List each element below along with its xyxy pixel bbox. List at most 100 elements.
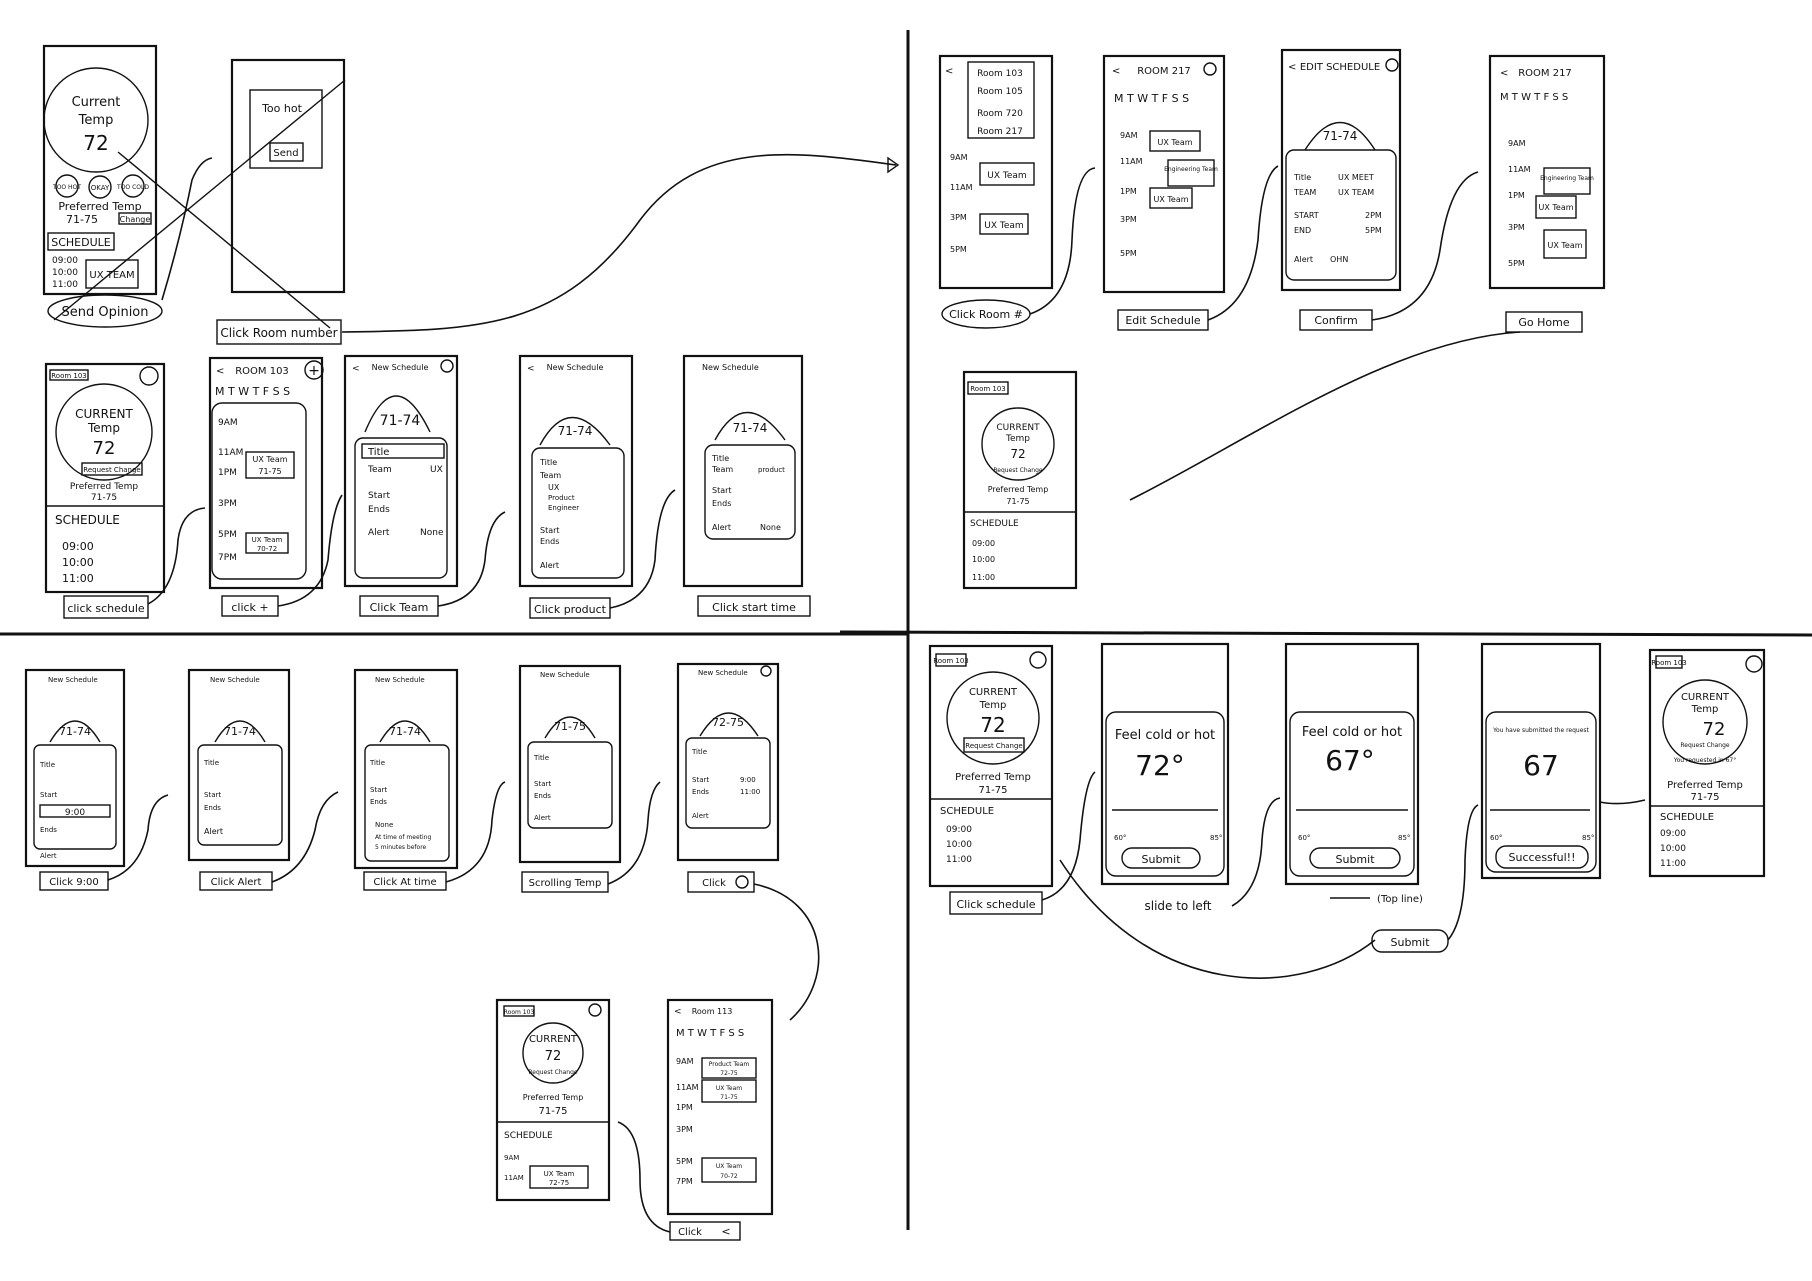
title-field[interactable]: Title: [533, 754, 549, 762]
temp-range: 71-74: [380, 413, 421, 429]
event-ux-team-2[interactable]: UX Team: [716, 1163, 742, 1170]
title-field[interactable]: Title: [369, 759, 385, 767]
caption-click-time: Click 9:00: [39, 871, 109, 891]
option-engineer[interactable]: Engineer: [548, 504, 579, 512]
title-field[interactable]: Title: [711, 454, 729, 463]
alert-field[interactable]: Alert: [540, 561, 559, 570]
event-engineering-team[interactable]: Engineering Team: [1164, 166, 1218, 173]
event-ux-team[interactable]: UX Team: [1538, 203, 1573, 212]
send-button[interactable]: Send: [273, 148, 298, 159]
request-change-button[interactable]: Request Change: [965, 742, 1022, 750]
submit-button[interactable]: Submit: [1141, 853, 1181, 866]
too-cold-button[interactable]: TOO COLD: [116, 184, 149, 191]
alert-option-5min[interactable]: 5 minutes before: [375, 844, 427, 851]
ends-field[interactable]: Ends: [368, 505, 390, 515]
request-change-button[interactable]: Request Change: [528, 1069, 578, 1076]
start-field[interactable]: Start: [40, 791, 57, 799]
current-label: Current: [72, 95, 121, 110]
event-product-team[interactable]: Product Team: [709, 1061, 750, 1068]
day-tabs[interactable]: M T W T F S S: [676, 1028, 744, 1039]
title-field[interactable]: Title: [39, 761, 55, 769]
ends-field[interactable]: Ends: [370, 798, 387, 806]
title-field[interactable]: Title: [539, 458, 557, 467]
alert-option-none[interactable]: None: [375, 821, 393, 829]
event-ux-team-2[interactable]: UX Team: [252, 536, 283, 544]
change-button[interactable]: Change: [120, 215, 151, 224]
alert-field[interactable]: Alert: [368, 528, 390, 538]
event-ux-team-2[interactable]: UX Team: [1547, 241, 1582, 250]
day-tabs[interactable]: M T W T F S S: [1500, 92, 1568, 103]
event-ux-team[interactable]: UX Team: [252, 455, 287, 464]
title-field[interactable]: Title: [1293, 173, 1311, 182]
hour-5pm: 5PM: [950, 245, 967, 254]
back-icon[interactable]: <: [1112, 66, 1120, 77]
team-field[interactable]: Team: [711, 465, 733, 474]
alert-field[interactable]: Alert: [1294, 255, 1313, 264]
title-field[interactable]: Title: [691, 748, 707, 756]
flow-arrow-9: [607, 781, 661, 885]
request-change-button[interactable]: Request Change: [1680, 742, 1730, 749]
team-field[interactable]: TEAM: [1293, 188, 1316, 197]
caption-send-opinion-text: Send Opinion: [61, 305, 148, 320]
ends-field[interactable]: Ends: [204, 804, 221, 812]
ends-field[interactable]: Ends: [712, 499, 731, 508]
submit-button[interactable]: Submit: [1335, 853, 1375, 866]
room-option-217[interactable]: Room 217: [977, 127, 1023, 137]
team-field[interactable]: Team: [367, 465, 392, 475]
okay-button[interactable]: OKAY: [91, 184, 110, 192]
request-change-button[interactable]: Request Change: [83, 466, 140, 474]
too-hot-button[interactable]: TOO HOT: [52, 184, 81, 191]
option-product[interactable]: Product: [548, 494, 575, 502]
alert-field[interactable]: Alert: [712, 523, 731, 532]
back-icon[interactable]: <: [945, 66, 953, 77]
back-icon[interactable]: <: [216, 366, 224, 377]
end-field[interactable]: END: [1294, 226, 1311, 235]
option-ux[interactable]: UX: [548, 483, 560, 492]
alert-field[interactable]: Alert: [40, 852, 57, 860]
header-title: New Schedule: [547, 363, 604, 372]
back-icon[interactable]: <: [527, 364, 535, 374]
ends-field[interactable]: Ends: [540, 537, 559, 546]
ends-field[interactable]: Ends: [534, 792, 551, 800]
title-field[interactable]: Title: [203, 759, 219, 767]
start-field[interactable]: START: [1294, 211, 1319, 220]
time-picker-value[interactable]: 9:00: [65, 808, 85, 818]
ends-field[interactable]: Ends: [40, 826, 57, 834]
back-icon[interactable]: <: [1288, 62, 1296, 73]
start-field[interactable]: Start: [712, 486, 732, 495]
caption-click-at-time-text: Click At time: [373, 877, 436, 888]
back-icon[interactable]: <: [674, 1007, 682, 1017]
alert-field[interactable]: Alert: [692, 812, 709, 820]
start-field[interactable]: Start: [540, 526, 560, 535]
start-field[interactable]: Start: [692, 776, 709, 784]
back-icon[interactable]: <: [1500, 68, 1508, 79]
event-ux-team[interactable]: UX Team: [544, 1170, 575, 1178]
event-ux-team-2[interactable]: UX Team: [984, 221, 1023, 231]
event-ux-team[interactable]: UX Team: [716, 1085, 742, 1092]
back-icon[interactable]: <: [352, 364, 360, 374]
start-field[interactable]: Start: [370, 786, 387, 794]
event-ux-team-2[interactable]: UX Team: [1153, 195, 1188, 204]
start-field[interactable]: Start: [368, 491, 390, 501]
event-engineering-team[interactable]: Engineering Team: [1540, 175, 1594, 182]
event-ux-team[interactable]: UX Team: [1157, 138, 1192, 147]
add-icon[interactable]: +: [308, 363, 320, 379]
alert-field[interactable]: Alert: [204, 827, 223, 836]
start-field[interactable]: Start: [534, 780, 551, 788]
day-tabs[interactable]: M T W T F S S: [215, 385, 290, 398]
event-ux-team[interactable]: UX Team: [987, 171, 1026, 181]
alert-field[interactable]: Alert: [534, 814, 551, 822]
team-field[interactable]: Team: [539, 471, 561, 480]
schedule-label: SCHEDULE: [1660, 812, 1714, 823]
room-option-720[interactable]: Room 720: [977, 109, 1023, 119]
ends-field[interactable]: Ends: [692, 788, 709, 796]
temp-label: Temp: [78, 113, 114, 128]
room-option-105[interactable]: Room 105: [977, 87, 1023, 97]
request-change-button[interactable]: Request Change: [993, 467, 1043, 474]
alert-option-at-time[interactable]: At time of meeting: [375, 834, 431, 841]
day-tabs[interactable]: M T W T F S S: [1114, 92, 1189, 105]
start-field[interactable]: Start: [204, 791, 221, 799]
title-field[interactable]: Title: [367, 447, 389, 458]
room-option-103[interactable]: Room 103: [977, 69, 1023, 79]
